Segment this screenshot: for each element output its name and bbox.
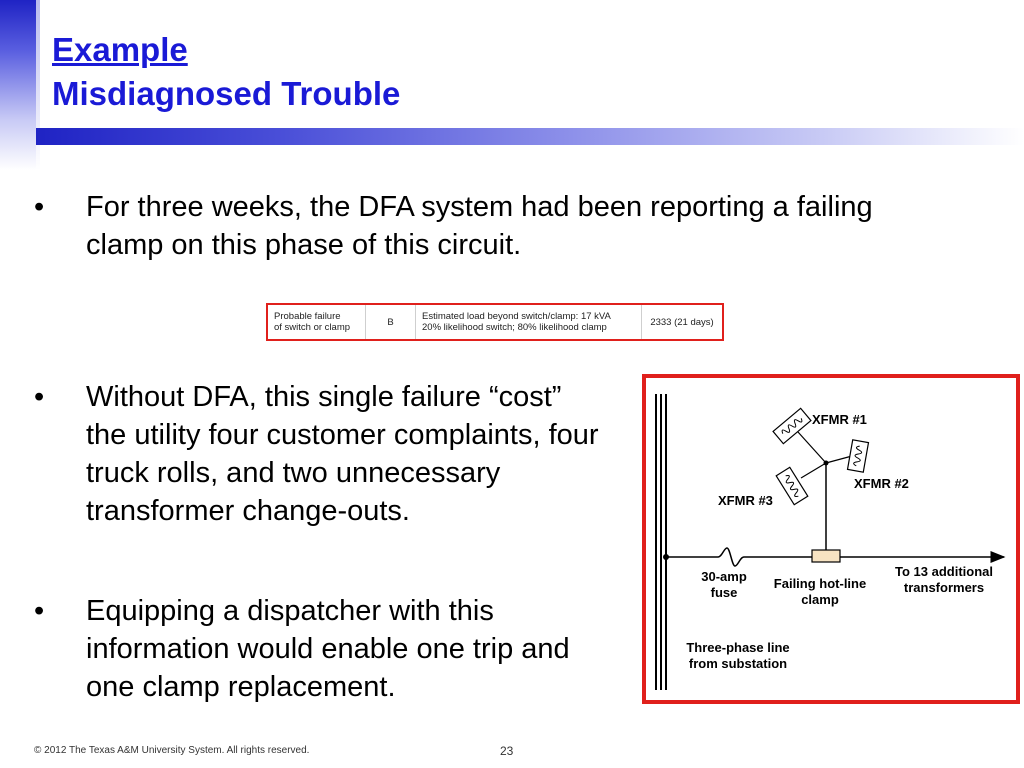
report-cell-failure: Probable failure of switch or clamp	[268, 305, 366, 339]
label-xfmr1: XFMR #1	[812, 412, 867, 427]
bullet-marker: •	[34, 191, 45, 223]
label-fuse-line2: fuse	[711, 585, 738, 600]
xfmr1-icon	[772, 407, 812, 445]
title-link-example[interactable]: Example	[52, 31, 188, 68]
label-fuse-line1: 30-amp	[701, 569, 747, 584]
report-cell-failure-line2: of switch or clamp	[274, 322, 351, 333]
circuit-diagram-svg: XFMR #1 XFMR #2 XFMR #3 30-amp fuse Fail…	[655, 394, 1006, 690]
report-cell-estimate: Estimated load beyond switch/clamp: 17 k…	[416, 305, 642, 339]
footer-copyright: © 2012 The Texas A&M University System. …	[34, 745, 310, 756]
bullet-marker: •	[34, 381, 45, 413]
left-gradient-bar	[0, 0, 36, 170]
report-cell-count: 2333 (21 days)	[650, 316, 714, 328]
slide-title: Example Misdiagnosed Trouble	[52, 28, 400, 116]
xfmr2-icon	[846, 439, 870, 473]
report-cell-phase: B	[366, 305, 416, 339]
title-gradient-rule	[36, 128, 1024, 145]
xfmr3-icon	[775, 466, 809, 506]
label-xfmr2: XFMR #2	[854, 476, 909, 491]
label-clamp-line2: clamp	[801, 592, 839, 607]
report-cell-estimate-line1: Estimated load beyond switch/clamp: 17 k…	[422, 311, 611, 322]
label-downstream-line1: To 13 additional	[895, 564, 993, 579]
left-gradient-bar-inner	[36, 0, 40, 170]
bullet-marker: •	[34, 595, 45, 627]
bullet-text: For three weeks, the DFA system had been…	[86, 191, 873, 261]
feeder-line	[666, 547, 1006, 567]
label-xfmr3: XFMR #3	[718, 493, 773, 508]
label-source-line1: Three-phase line	[686, 640, 789, 655]
bullet-text: Without DFA, this single failure “cost” …	[86, 381, 599, 527]
xfmr3-lead	[800, 462, 827, 479]
label-clamp-line1: Failing hot-line	[774, 576, 866, 591]
xfmr1-lead	[797, 431, 827, 464]
report-cell-failure-line1: Probable failure	[274, 311, 341, 322]
label-downstream-line2: transformers	[904, 580, 984, 595]
title-subtitle: Misdiagnosed Trouble	[52, 75, 401, 112]
xfmr2-lead	[825, 455, 853, 464]
dfa-report-table: Probable failure of switch or clamp B Es…	[266, 303, 724, 341]
circuit-diagram: XFMR #1 XFMR #2 XFMR #3 30-amp fuse Fail…	[642, 374, 1020, 704]
footer-page-number: 23	[500, 744, 514, 758]
label-source-line2: from substation	[689, 656, 787, 671]
report-cell-estimate-line2: 20% likelihood switch; 80% likelihood cl…	[422, 322, 607, 333]
bullet-text: Equipping a dispatcher with this informa…	[86, 595, 570, 703]
clamp-icon	[811, 549, 841, 563]
